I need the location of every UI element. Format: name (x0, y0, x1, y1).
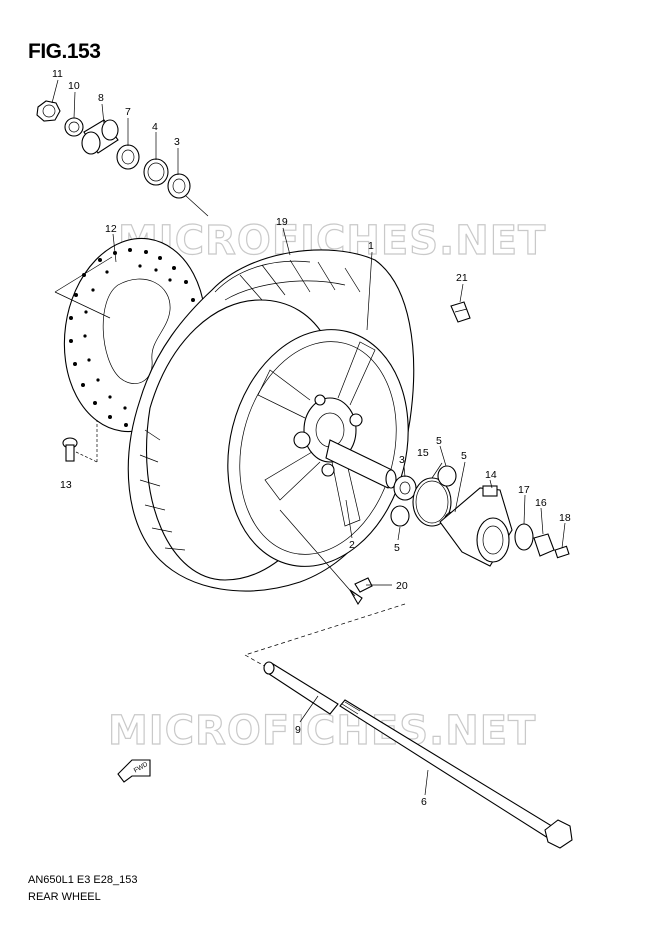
callout-5-bottom: 5 (394, 542, 400, 554)
spacer-8 (81, 119, 119, 155)
drive-hub-14 (439, 485, 513, 567)
bearing-3-left (167, 173, 191, 199)
spacer-9 (263, 661, 339, 715)
bolt-18 (554, 545, 570, 559)
axle-2 (325, 439, 397, 489)
callout-19: 19 (276, 216, 288, 228)
callout-5-mid: 5 (461, 450, 467, 462)
callout-14: 14 (485, 469, 497, 481)
callout-6: 6 (421, 796, 427, 808)
callout-15: 15 (417, 447, 429, 459)
callout-1: 1 (368, 240, 374, 252)
figure-title: FIG.153 (28, 40, 101, 63)
disc-bolt-13 (62, 437, 78, 462)
air-valve-20 (349, 577, 373, 606)
axle-6 (339, 699, 573, 849)
clip-21 (450, 301, 471, 323)
callout-12: 12 (105, 223, 117, 235)
sensor-bracket-16 (533, 533, 555, 557)
nut-11 (36, 100, 61, 122)
callout-20: 20 (396, 580, 408, 592)
callout-5-top: 5 (436, 435, 442, 447)
callout-3-right: 3 (399, 454, 405, 466)
callout-8: 8 (98, 92, 104, 104)
collar-7 (116, 144, 140, 170)
tone-ring-17 (514, 523, 534, 551)
callout-18: 18 (559, 512, 571, 524)
damper-5-left (390, 505, 410, 527)
callout-leaders (51, 79, 566, 796)
callout-10: 10 (68, 80, 80, 92)
forward-direction-badge: FWD (117, 759, 151, 783)
damper-5-top (437, 465, 457, 487)
callout-13: 13 (60, 479, 72, 491)
callout-16: 16 (535, 497, 547, 509)
callout-17: 17 (518, 484, 530, 496)
callout-3-upper: 3 (174, 136, 180, 148)
callout-9: 9 (295, 724, 301, 736)
watermark-bottom: MICROFICHES.NET (108, 708, 536, 754)
oil-seal-4 (143, 158, 169, 186)
callout-2: 2 (349, 539, 355, 551)
callout-4: 4 (152, 121, 158, 133)
callout-7: 7 (125, 106, 131, 118)
figure-name: REAR WHEEL (28, 891, 101, 903)
callout-11: 11 (52, 68, 63, 80)
washer-10 (64, 117, 84, 137)
callout-21: 21 (456, 272, 468, 284)
figure-code: AN650L1 E3 E28_153 (28, 874, 138, 886)
bearing-3-right (393, 475, 417, 501)
